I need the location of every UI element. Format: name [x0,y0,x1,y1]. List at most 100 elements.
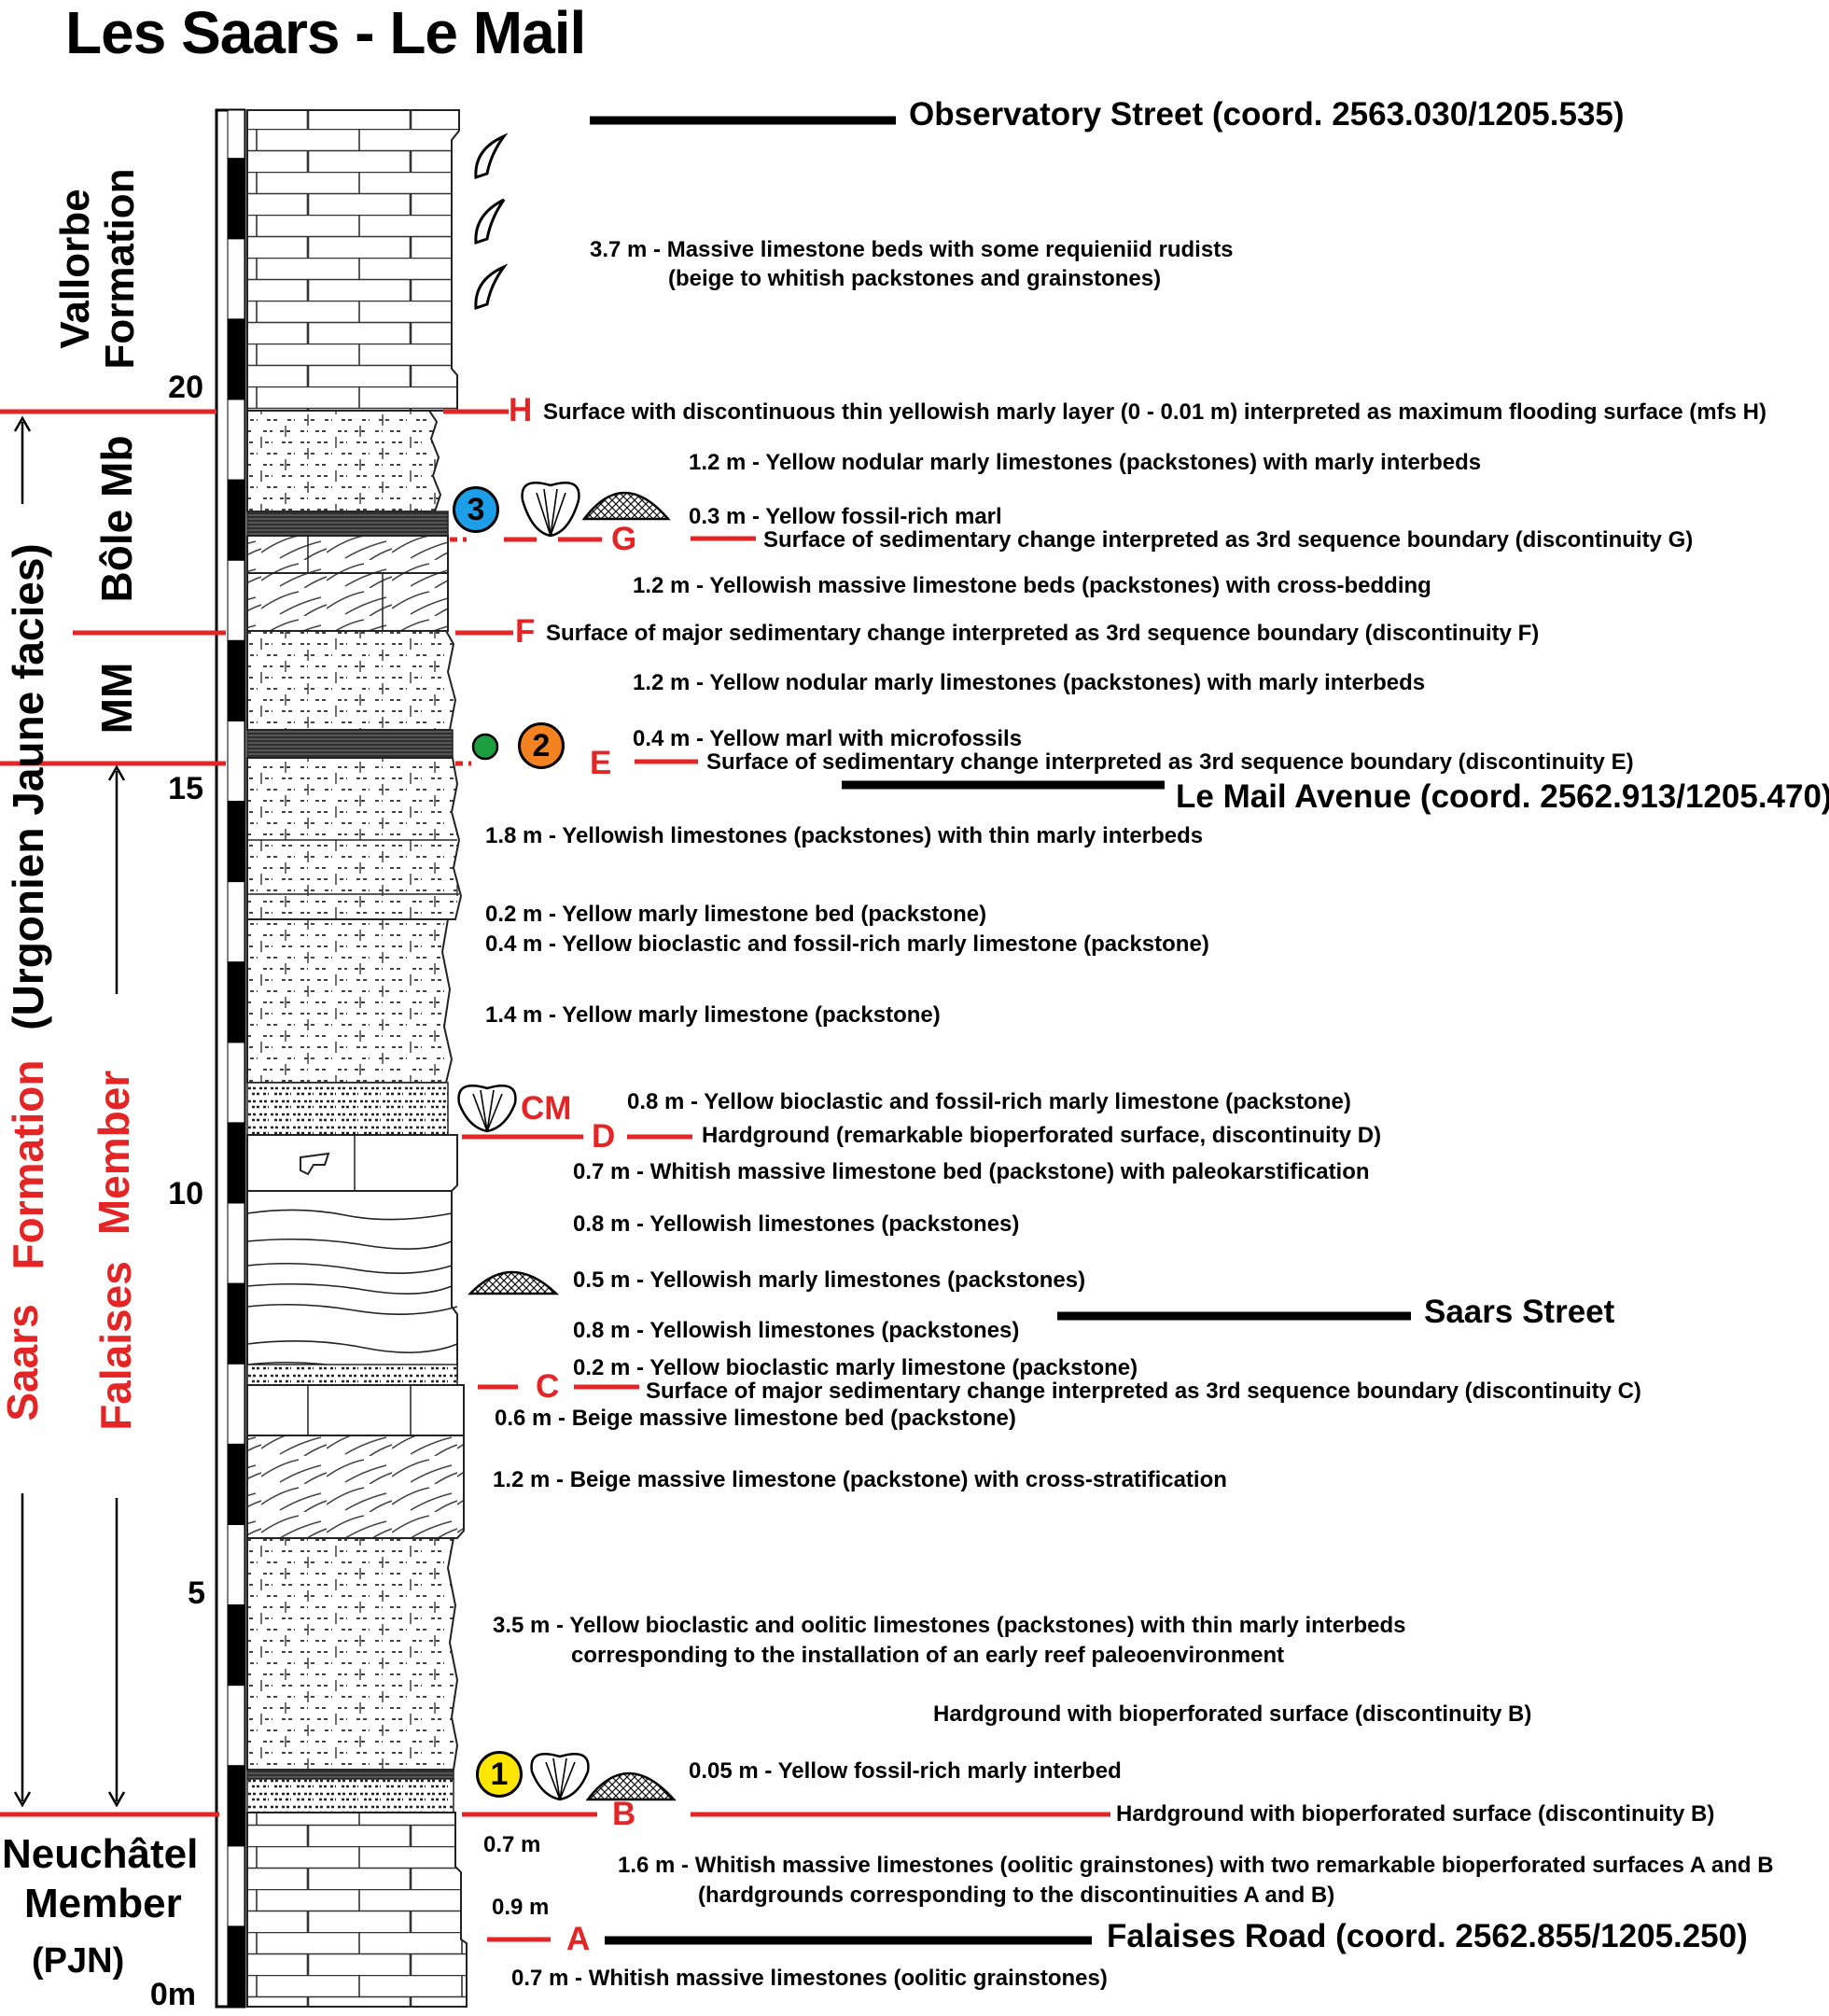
location-lines [590,116,1411,1945]
mm-label: MM [92,662,141,735]
scale-bar-segment [227,399,245,481]
scale-bar-segment [227,800,245,883]
scale-bar-segment [227,1685,245,1767]
scale-bar-segment [227,1845,245,1927]
desc-surface-g: Surface of sedimentary change interprete… [763,527,1694,553]
scale-bar [215,108,246,2009]
member-label: Member [90,1070,138,1236]
bivalve-icon [457,482,590,1801]
desc-mm-nodular: 1.2 m - Yellow nodular marly limestones … [633,670,1426,695]
lithology-column [246,109,468,2008]
neuchatel-label-2: Member [24,1881,182,1926]
scale-bar-segment [227,318,245,400]
fossil-rich-cm [246,1082,449,1136]
fossil-level-2-badge: 2 [518,722,565,769]
desc-cross-strat: 1.2 m - Beige massive limestone (packsto… [493,1467,1227,1492]
desc-bioclastic-marly: 0.2 m - Yellow bioclastic marly limeston… [573,1355,1138,1380]
neuchatel-label-1: Neuchâtel [2,1831,199,1877]
fossil-marl-g [246,511,449,537]
desc-surface-e: Surface of sedimentary change interprete… [706,749,1634,775]
formation-label: Formation [4,1059,52,1270]
scale-bar-segment [227,639,245,721]
microfossil-marl-e [246,729,454,759]
scale-bar-segment [227,1523,245,1605]
bole-member-label: Bôle Mb [92,435,141,603]
fossil-rich-interbed [246,1769,454,1780]
oolitic-limestones [246,1537,459,1771]
desc-vallorbe-2: (beige to whitish packstones and grainst… [668,266,1162,291]
disc-label-cm: CM [521,1090,572,1127]
scale-label-5: 5 [188,1575,205,1611]
cross-stratified-limestone [246,1435,465,1539]
scale-label-20: 20 [168,370,203,405]
desc-bed-07m: 0.7 m [483,1832,541,1857]
scale-bar-segment [227,109,245,160]
desc-yellowish-1: 0.8 m - Yellowish limestones (packstones… [573,1211,1020,1237]
desc-beige-bed: 0.6 m - Beige massive limestone bed (pac… [495,1406,1016,1431]
discontinuity-lines [0,409,1110,1942]
desc-yellowish-limestones: 1.8 m - Yellowish limestones (packstones… [485,823,1204,848]
desc-marly-limestone: 1.4 m - Yellow marly limestone (packston… [485,1002,941,1028]
scale-bar-segment [227,1202,245,1284]
scale-bar-segment [227,158,245,240]
scale-bar-segment [227,720,245,802]
beige-massive-bed [246,1384,465,1436]
neuchatel-limestones [246,1812,468,2008]
figure-title: Les Saars - Le Mail [65,0,586,66]
scale-bar-segment [227,1282,245,1365]
desc-surface-f: Surface of major sedimentary change inte… [546,621,1540,646]
disc-label-f: F [515,613,536,650]
disc-label-a: A [566,1921,591,1957]
neuchatel-label-3: (PJN) [32,1941,125,1981]
scale-bar-segment [227,1443,245,1525]
scale-bar-segment [227,238,245,320]
desc-marly-bed: 0.2 m - Yellow marly limestone bed (pack… [485,902,987,927]
scale-bar-segment [227,1363,245,1445]
bole-nodular-beds [246,410,442,512]
desc-surface-c: Surface of major sedimentary change inte… [646,1379,1641,1404]
microfossil-icon [471,733,499,761]
location-observatory-street: Observatory Street (coord. 2563.030/1205… [909,96,1625,133]
scale-bar-segment [227,1042,245,1124]
saars-label: Saars [0,1304,47,1421]
disc-label-d: D [592,1118,616,1155]
desc-hardground-b: Hardground with bioperforated surface (d… [1116,1801,1715,1827]
scale-bar-segment [227,1925,245,2008]
desc-hardground-b-upper: Hardground with bioperforated surface (d… [933,1701,1532,1727]
desc-bole-nodular: 1.2 m - Yellow nodular marly limestones … [689,450,1482,475]
scale-bar-segment [227,479,245,561]
desc-fossil-interbed: 0.05 m - Yellow fossil-rich marly interb… [689,1758,1122,1784]
vallorbe-beds [246,109,460,412]
desc-yellowish-marly: 0.5 m - Yellowish marly limestones (pack… [573,1267,1086,1293]
desc-oolitic-2: corresponding to the installation of an … [571,1643,1285,1668]
disc-label-g: G [611,521,637,557]
desc-oolitic-1: 3.5 m - Yellow bioclastic and oolitic li… [493,1613,1406,1638]
marly-limestone-1-4m [246,918,454,1084]
disc-label-b: B [612,1796,636,1832]
desc-surface-h: Surface with discontinuous thin yellowis… [543,399,1766,425]
desc-yellowish-2: 0.8 m - Yellowish limestones (packstones… [573,1318,1020,1343]
scale-label-15: 15 [168,771,203,806]
disc-label-e: E [590,745,612,781]
mm-nodular-beds [246,630,457,731]
fossil-level-1-badge: 1 [476,1751,523,1798]
desc-bioclastic-bed: 0.4 m - Yellow bioclastic and fossil-ric… [485,931,1209,957]
scale-bar-segment [227,559,245,641]
fossil-level-3-badge: 3 [453,486,499,533]
location-falaises-road: Falaises Road (coord. 2562.855/1205.250) [1107,1918,1748,1954]
location-saars-street: Saars Street [1424,1294,1615,1330]
scale-bar-segment [227,961,245,1043]
desc-whitish-2: (hardgrounds corresponding to the discon… [698,1883,1335,1908]
location-le-mail-avenue: Le Mail Avenue (coord. 2562.913/1205.470… [1176,778,1829,815]
desc-microfossil-marl: 0.4 m - Yellow marl with microfossils [633,726,1023,751]
desc-bed-09m: 0.9 m [492,1895,550,1920]
yellowish-limestones [246,757,463,920]
gastropod-icon [468,491,677,1801]
desc-fossil-marl: 0.3 m - Yellow fossil-rich marl [689,504,1002,529]
scale-bar-segment [227,1122,245,1204]
cross-bedded-beds [246,535,449,632]
falaises-label: Falaises [91,1261,140,1431]
scale-bar-segment [227,1603,245,1687]
rudist-icon [474,133,509,311]
